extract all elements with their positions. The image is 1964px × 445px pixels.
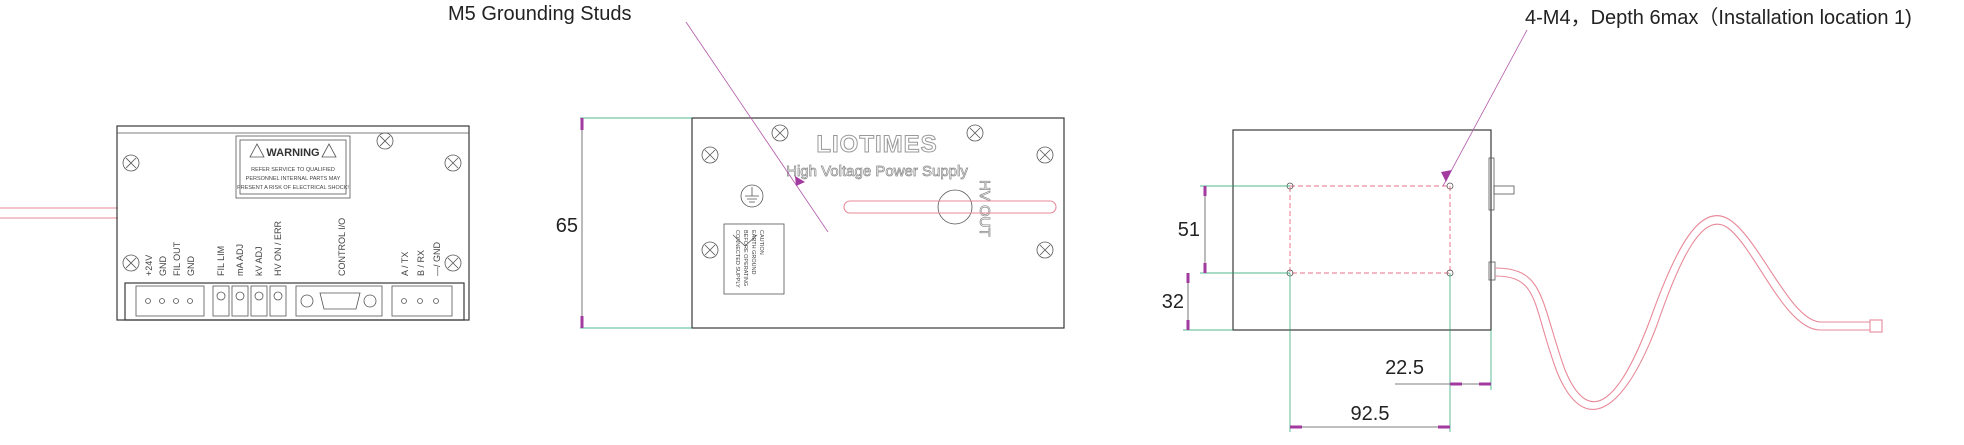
pin-label: FIL LIM — [216, 246, 226, 276]
pin-label: FIL OUT — [172, 241, 182, 276]
left-cable — [0, 207, 118, 219]
pin-label: B / RX — [416, 250, 426, 276]
front-view: WARNING REFER SERVICE TO QUALIFIED PERSO… — [0, 125, 470, 321]
caution-title: CAUTION — [758, 230, 764, 255]
pin-label: kV ADJ — [254, 246, 264, 276]
terminal-block-comm — [391, 285, 453, 317]
pin-label: HV ON / ERR — [273, 220, 283, 276]
warning-line-1: REFER SERVICE TO QUALIFIED — [251, 167, 335, 173]
terminal-block-power — [135, 285, 205, 317]
screw-icon — [701, 124, 1054, 259]
hv-connector-stub — [1493, 185, 1515, 195]
dimension-65: 65 — [556, 215, 578, 237]
warning-line-3: PRESENT A RISK OF ELECTRICAL SHOCK! — [237, 185, 349, 191]
pin-labels: +24V GND FIL OUT GND FIL LIM mA ADJ kV A… — [144, 218, 442, 276]
warning-line-2: PERSONNEL INTERNAL PARTS MAY — [246, 176, 341, 182]
side-view: 51 32 22.5 92.5 — [1162, 29, 1883, 432]
warning-title: WARNING — [266, 147, 319, 159]
installation-hole-pattern — [1289, 185, 1451, 274]
hv-out-connector — [937, 189, 973, 225]
grounding-leader-line — [685, 21, 829, 233]
dimension-92-5: 92.5 — [1351, 403, 1390, 425]
dimension-32: 32 — [1162, 291, 1184, 313]
connector-strip — [124, 282, 465, 321]
pin-label: +24V — [144, 255, 154, 276]
hv-out-label: HV OUT — [976, 180, 993, 237]
hv-cable — [843, 200, 1057, 214]
ground-icon — [740, 184, 764, 208]
top-panel-body — [691, 117, 1065, 329]
pin-label: mA ADJ — [235, 244, 245, 276]
hv-output-cable — [1494, 215, 1870, 403]
dimension-22-5: 22.5 — [1385, 357, 1424, 379]
screw-icon — [122, 132, 462, 272]
top-view: LIOTIMES High Voltage Power Supply HV OU… — [556, 21, 1065, 329]
grounding-callout: M5 Grounding Studs — [448, 3, 631, 25]
pin-label: —/ GND — [432, 241, 442, 276]
caution-line-1: EARTH GROUND — [750, 230, 756, 275]
brand-logo: LIOTIMES — [816, 131, 937, 158]
dimension-51: 51 — [1178, 219, 1200, 241]
installation-leader-line — [1442, 29, 1528, 187]
product-name: High Voltage Power Supply — [786, 163, 968, 180]
installation-callout: 4-M4，Depth 6max（Installation location 1) — [1525, 6, 1912, 29]
pin-label: CONTROL I/O — [337, 218, 347, 276]
pin-label: GND — [186, 256, 196, 277]
pin-label: A / TX — [400, 252, 410, 276]
side-body — [1232, 129, 1492, 331]
control-io-connector — [295, 285, 383, 317]
caution-line-2: BEFORE OPERATING — [742, 230, 748, 286]
caution-label: CAUTION EARTH GROUND BEFORE OPERATING CO… — [723, 223, 785, 295]
pin-label: GND — [158, 256, 168, 277]
warning-label: WARNING REFER SERVICE TO QUALIFIED PERSO… — [235, 135, 351, 199]
caution-line-3: CONNECTED SUPPLY — [734, 230, 740, 288]
